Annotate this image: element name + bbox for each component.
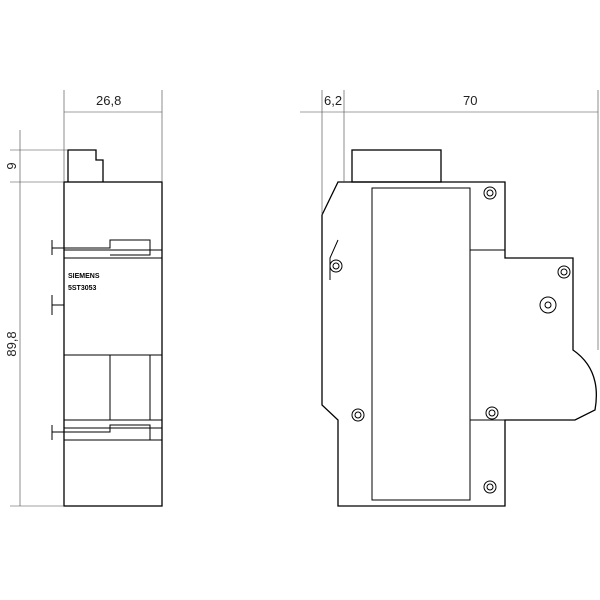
dim-depth-offset: 6,2 xyxy=(324,93,342,108)
model-label: 5ST3053 xyxy=(68,285,97,292)
front-view: SIEMENS 5ST3053 xyxy=(51,149,163,507)
dim-height-body: 89,8 xyxy=(4,331,19,356)
dim-height-top: 9 xyxy=(4,162,19,169)
brand-label: SIEMENS xyxy=(68,273,100,280)
dim-width-front: 26,8 xyxy=(96,93,121,108)
side-dimensions: 6,2 70 xyxy=(300,90,599,350)
side-view xyxy=(321,149,597,507)
front-dimensions: 26,8 9 89,8 xyxy=(4,90,163,507)
dim-depth-total: 70 xyxy=(463,93,477,108)
